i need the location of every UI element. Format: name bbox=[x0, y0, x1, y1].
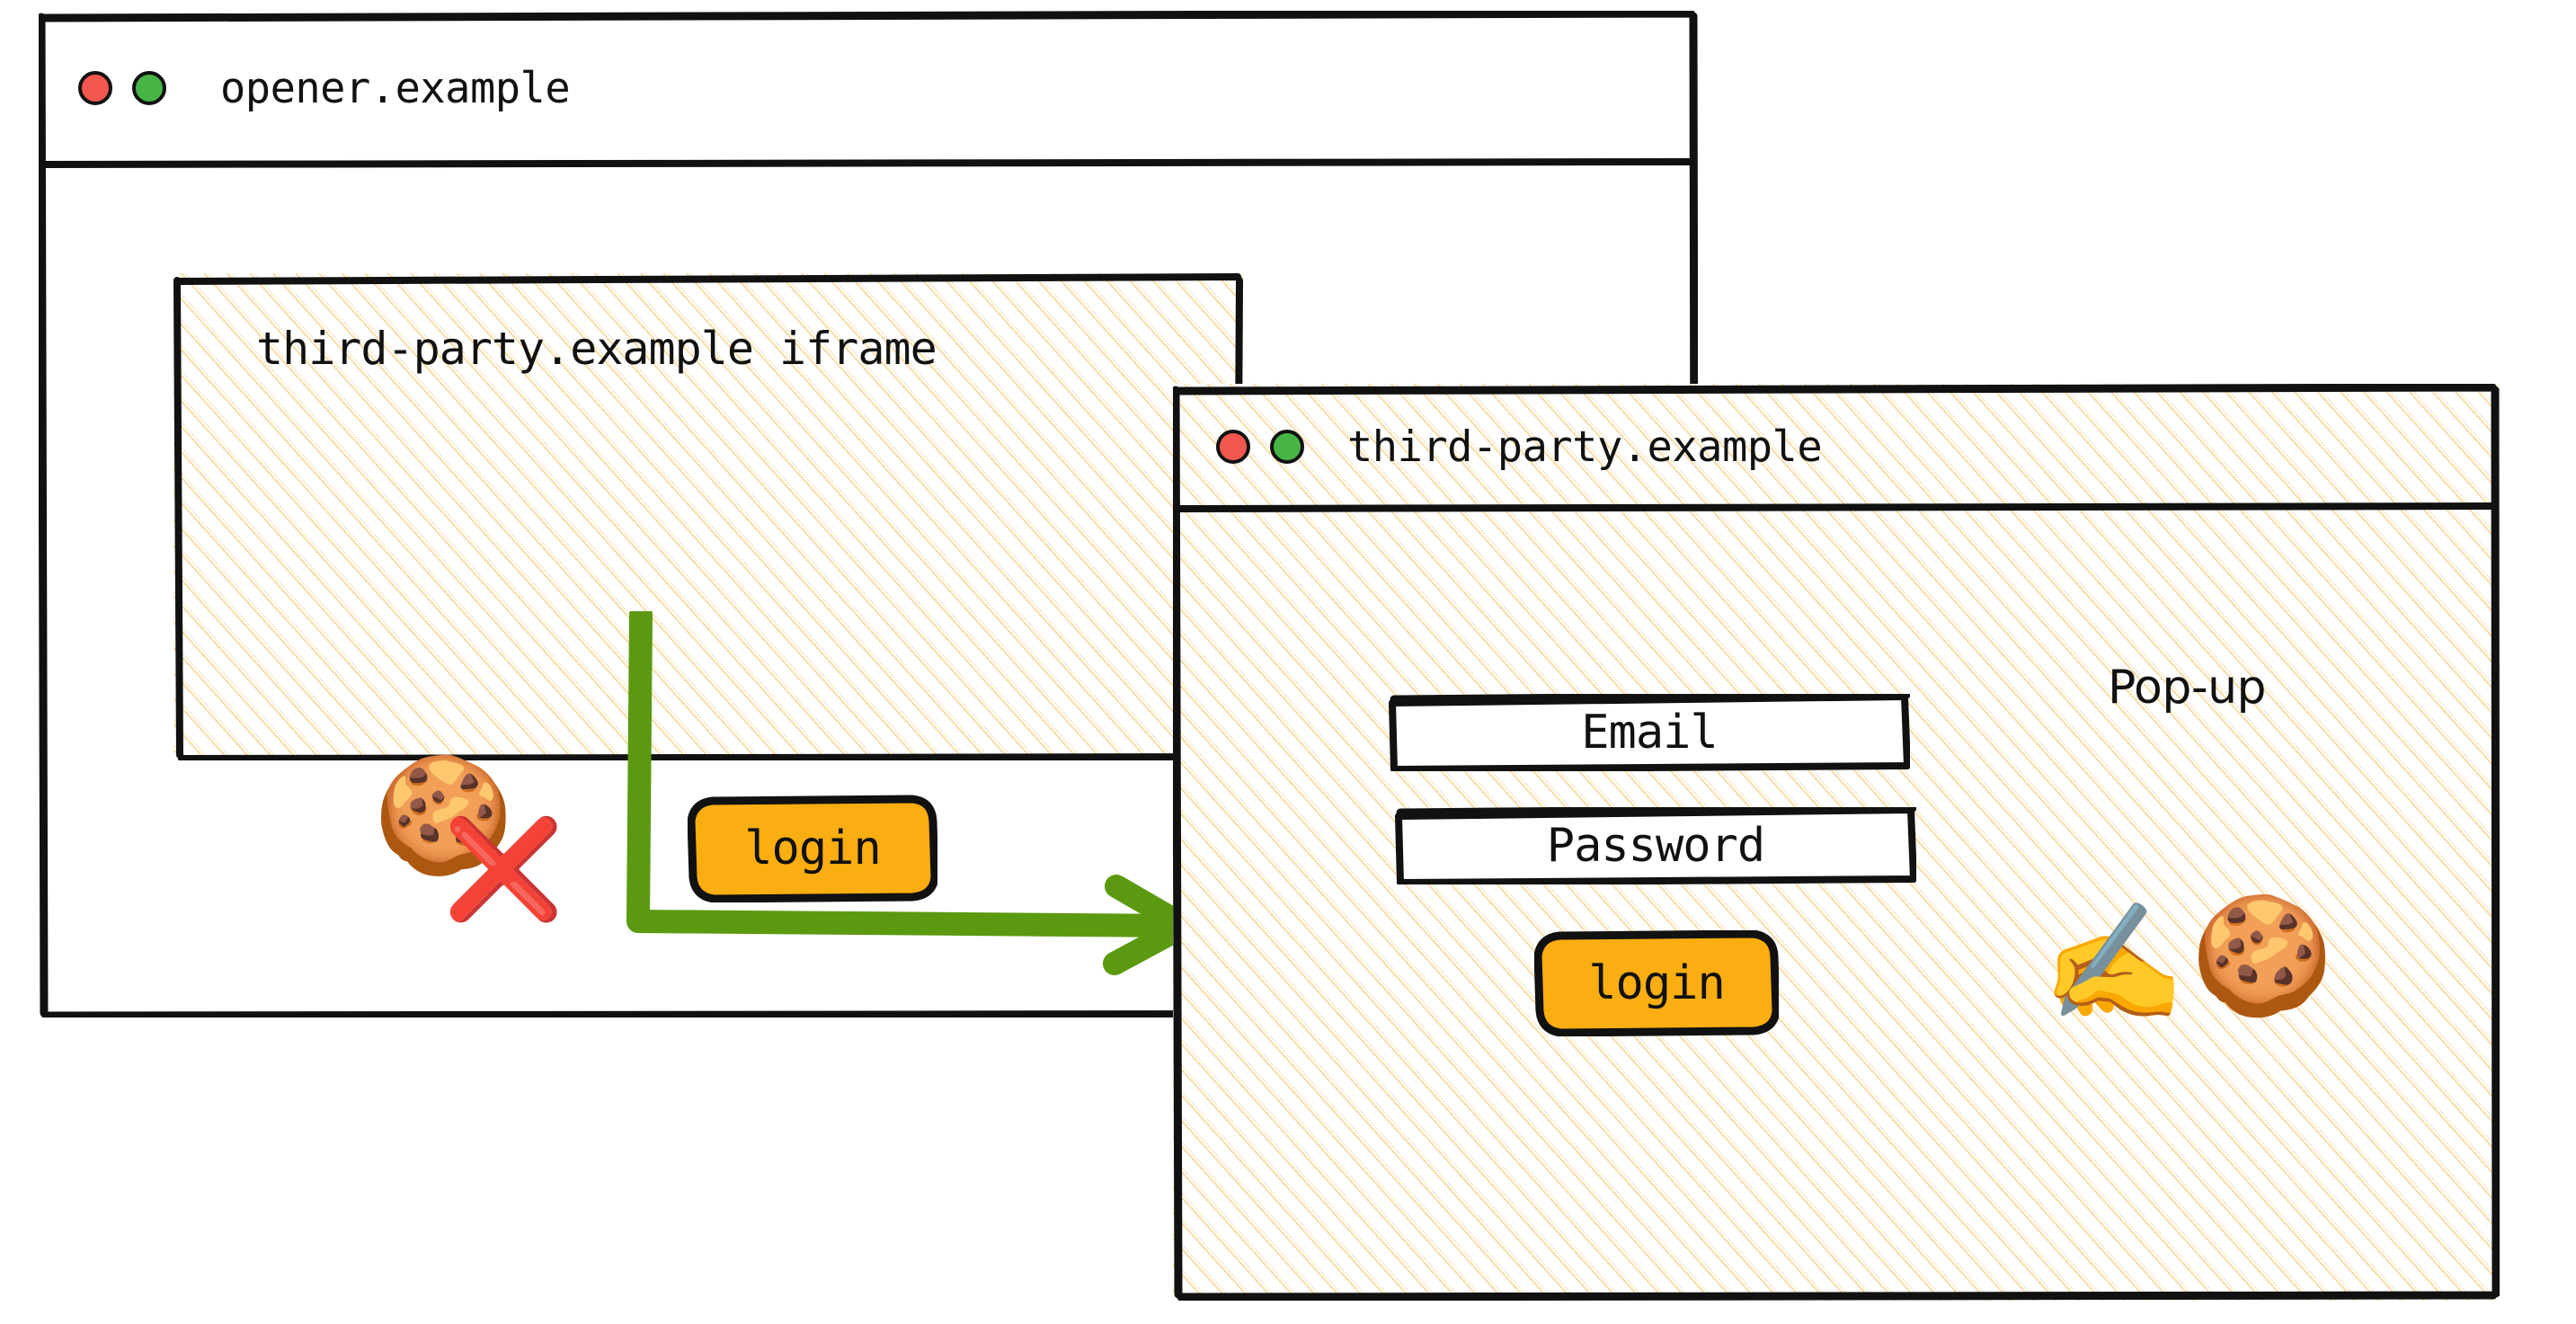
maximize-dot[interactable] bbox=[1270, 430, 1304, 464]
popup-login-button-shape bbox=[1534, 930, 1779, 1036]
close-dot[interactable] bbox=[78, 71, 112, 105]
iframe-login-button[interactable]: login bbox=[688, 795, 937, 902]
opener-traffic-lights[interactable] bbox=[78, 71, 166, 105]
popup-login-button[interactable]: login bbox=[1534, 930, 1779, 1036]
writing-hand-icon: ✍️ bbox=[2042, 896, 2186, 1030]
third-party-popup-window: third-party.example bbox=[1173, 384, 2500, 1301]
email-field-box bbox=[1389, 694, 1910, 771]
email-field-label: Email bbox=[1581, 706, 1719, 760]
password-field-box bbox=[1395, 807, 1916, 884]
popup-traffic-lights[interactable] bbox=[1216, 430, 1304, 464]
popup-window-title: third-party.example bbox=[1347, 422, 1823, 472]
popup-annotation-label: Pop-up bbox=[2108, 661, 2267, 715]
popup-title-bar: third-party.example bbox=[1173, 384, 2500, 510]
iframe-title-label: third-party.example iframe bbox=[256, 323, 937, 375]
email-field[interactable]: Email bbox=[1389, 694, 1910, 771]
popup-login-button-label: login bbox=[1588, 956, 1726, 1010]
close-dot[interactable] bbox=[1216, 430, 1250, 464]
maximize-dot[interactable] bbox=[132, 71, 166, 105]
cookie-icon: 🍪 bbox=[2190, 889, 2334, 1023]
cookie-icon: 🍪 bbox=[373, 749, 514, 881]
opener-title-bar: opener.example bbox=[39, 11, 1698, 165]
third-party-iframe: third-party.example iframe 🍪 ❌ login bbox=[173, 273, 1243, 919]
iframe-login-button-label: login bbox=[744, 822, 882, 875]
password-field[interactable]: Password bbox=[1395, 807, 1916, 884]
cross-mark-icon: ❌ bbox=[443, 813, 564, 926]
password-field-label: Password bbox=[1546, 819, 1765, 873]
opener-window-title: opener.example bbox=[220, 63, 571, 113]
